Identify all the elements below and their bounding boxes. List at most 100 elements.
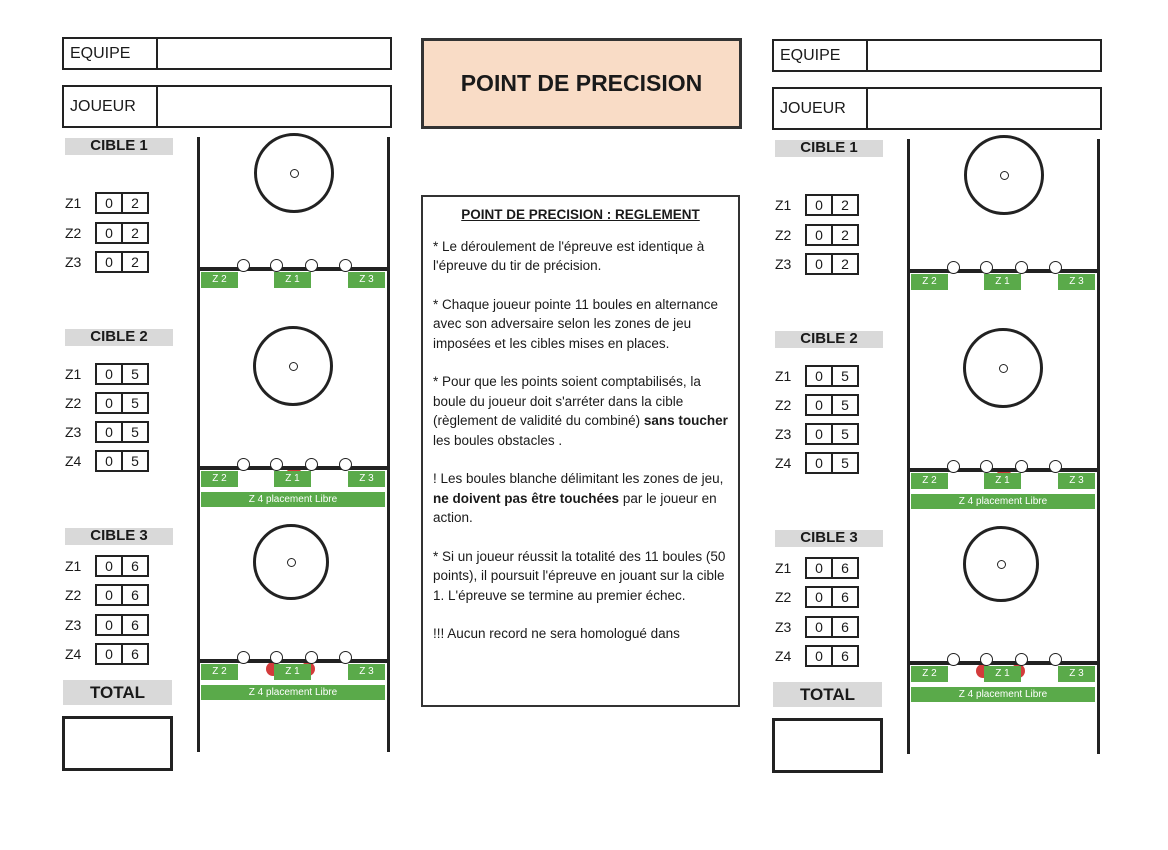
- score-digit[interactable]: 5: [831, 396, 857, 414]
- score-digit[interactable]: 0: [815, 648, 823, 664]
- player-input[interactable]: [868, 89, 1100, 128]
- player-field[interactable]: JOUEUR: [772, 87, 1102, 130]
- score-digit[interactable]: 0: [815, 560, 823, 576]
- score-digit[interactable]: 2: [121, 224, 147, 242]
- score-digit[interactable]: 6: [121, 645, 147, 663]
- field-right-line: [1097, 139, 1100, 754]
- score-digit[interactable]: 0: [815, 397, 823, 413]
- score-digit[interactable]: 6: [121, 557, 147, 575]
- rule-2: * Chaque joueur pointe 11 boules en alte…: [433, 296, 718, 351]
- team-field[interactable]: EQUIPE: [62, 37, 392, 70]
- score-digit[interactable]: 0: [815, 619, 823, 635]
- score-digit[interactable]: 0: [105, 453, 113, 469]
- score-digit[interactable]: 2: [831, 226, 857, 244]
- score-digit[interactable]: 0: [105, 195, 113, 211]
- score-digit[interactable]: 6: [831, 559, 857, 577]
- score-digit[interactable]: 5: [121, 365, 147, 383]
- team-input[interactable]: [158, 39, 390, 68]
- score-digit[interactable]: 2: [831, 255, 857, 273]
- cible-label: CIBLE 3: [775, 530, 883, 547]
- zone-tag-z2: Z 2: [201, 272, 238, 288]
- score-digit[interactable]: 0: [815, 256, 823, 272]
- white-ball-icon: [270, 458, 283, 471]
- score-digit[interactable]: 0: [105, 225, 113, 241]
- score-digit[interactable]: 0: [105, 366, 113, 382]
- score-digit[interactable]: 0: [815, 227, 823, 243]
- score-digit[interactable]: 0: [105, 646, 113, 662]
- zone-label: Z1: [65, 195, 82, 211]
- score-digit[interactable]: 6: [121, 586, 147, 604]
- score-digit[interactable]: 6: [831, 588, 857, 606]
- score-digit[interactable]: 5: [121, 394, 147, 412]
- score-digit[interactable]: 5: [831, 454, 857, 472]
- team-field[interactable]: EQUIPE: [772, 39, 1102, 72]
- total-input[interactable]: [772, 718, 883, 773]
- target-circle-icon: [963, 328, 1043, 408]
- score-digit[interactable]: 5: [831, 425, 857, 443]
- score-digit[interactable]: 0: [815, 426, 823, 442]
- score-digit[interactable]: 2: [121, 194, 147, 212]
- score-digit[interactable]: 5: [121, 452, 147, 470]
- score-digit[interactable]: 0: [815, 589, 823, 605]
- rule-1: * Le déroulement de l'épreuve est identi…: [433, 238, 705, 274]
- rule-3-text-end: les boules obstacles .: [433, 432, 563, 448]
- score-digit[interactable]: 6: [831, 618, 857, 636]
- score-digit[interactable]: 0: [105, 395, 113, 411]
- score-digit[interactable]: 0: [815, 368, 823, 384]
- score-digit[interactable]: 5: [121, 423, 147, 441]
- rule-6: !!! Aucun record ne sera homologué dans: [433, 626, 680, 641]
- score-digit[interactable]: 6: [831, 647, 857, 665]
- player-input[interactable]: [158, 87, 390, 126]
- cible-label: CIBLE 3: [65, 528, 173, 545]
- team-label: EQUIPE: [64, 39, 158, 68]
- rule-4-text-end: par le joueur en action.: [433, 490, 717, 526]
- player-field[interactable]: JOUEUR: [62, 85, 392, 128]
- zone-tag-z1: Z 1: [984, 666, 1021, 682]
- total-input[interactable]: [62, 716, 173, 771]
- score-digit[interactable]: 0: [105, 617, 113, 633]
- white-ball-icon: [305, 259, 318, 272]
- score-digit[interactable]: 2: [121, 253, 147, 271]
- zone-label: Z3: [65, 254, 82, 270]
- score-digit[interactable]: 0: [105, 254, 113, 270]
- team-input[interactable]: [868, 41, 1100, 70]
- rule-5: * Si un joueur réussit la totalité des 1…: [433, 548, 726, 603]
- target-circle-icon: [963, 526, 1039, 602]
- score-digit[interactable]: 0: [105, 558, 113, 574]
- score-digit[interactable]: 0: [105, 587, 113, 603]
- target-circle-icon: [253, 326, 333, 406]
- score-digit[interactable]: 6: [121, 616, 147, 634]
- score-digit[interactable]: 2: [831, 196, 857, 214]
- score-digit[interactable]: 0: [815, 455, 823, 471]
- white-ball-icon: [270, 259, 283, 272]
- score-digit[interactable]: 0: [815, 197, 823, 213]
- player-label: JOUEUR: [64, 87, 158, 126]
- score-digit[interactable]: 5: [831, 367, 857, 385]
- score-digit[interactable]: 0: [105, 424, 113, 440]
